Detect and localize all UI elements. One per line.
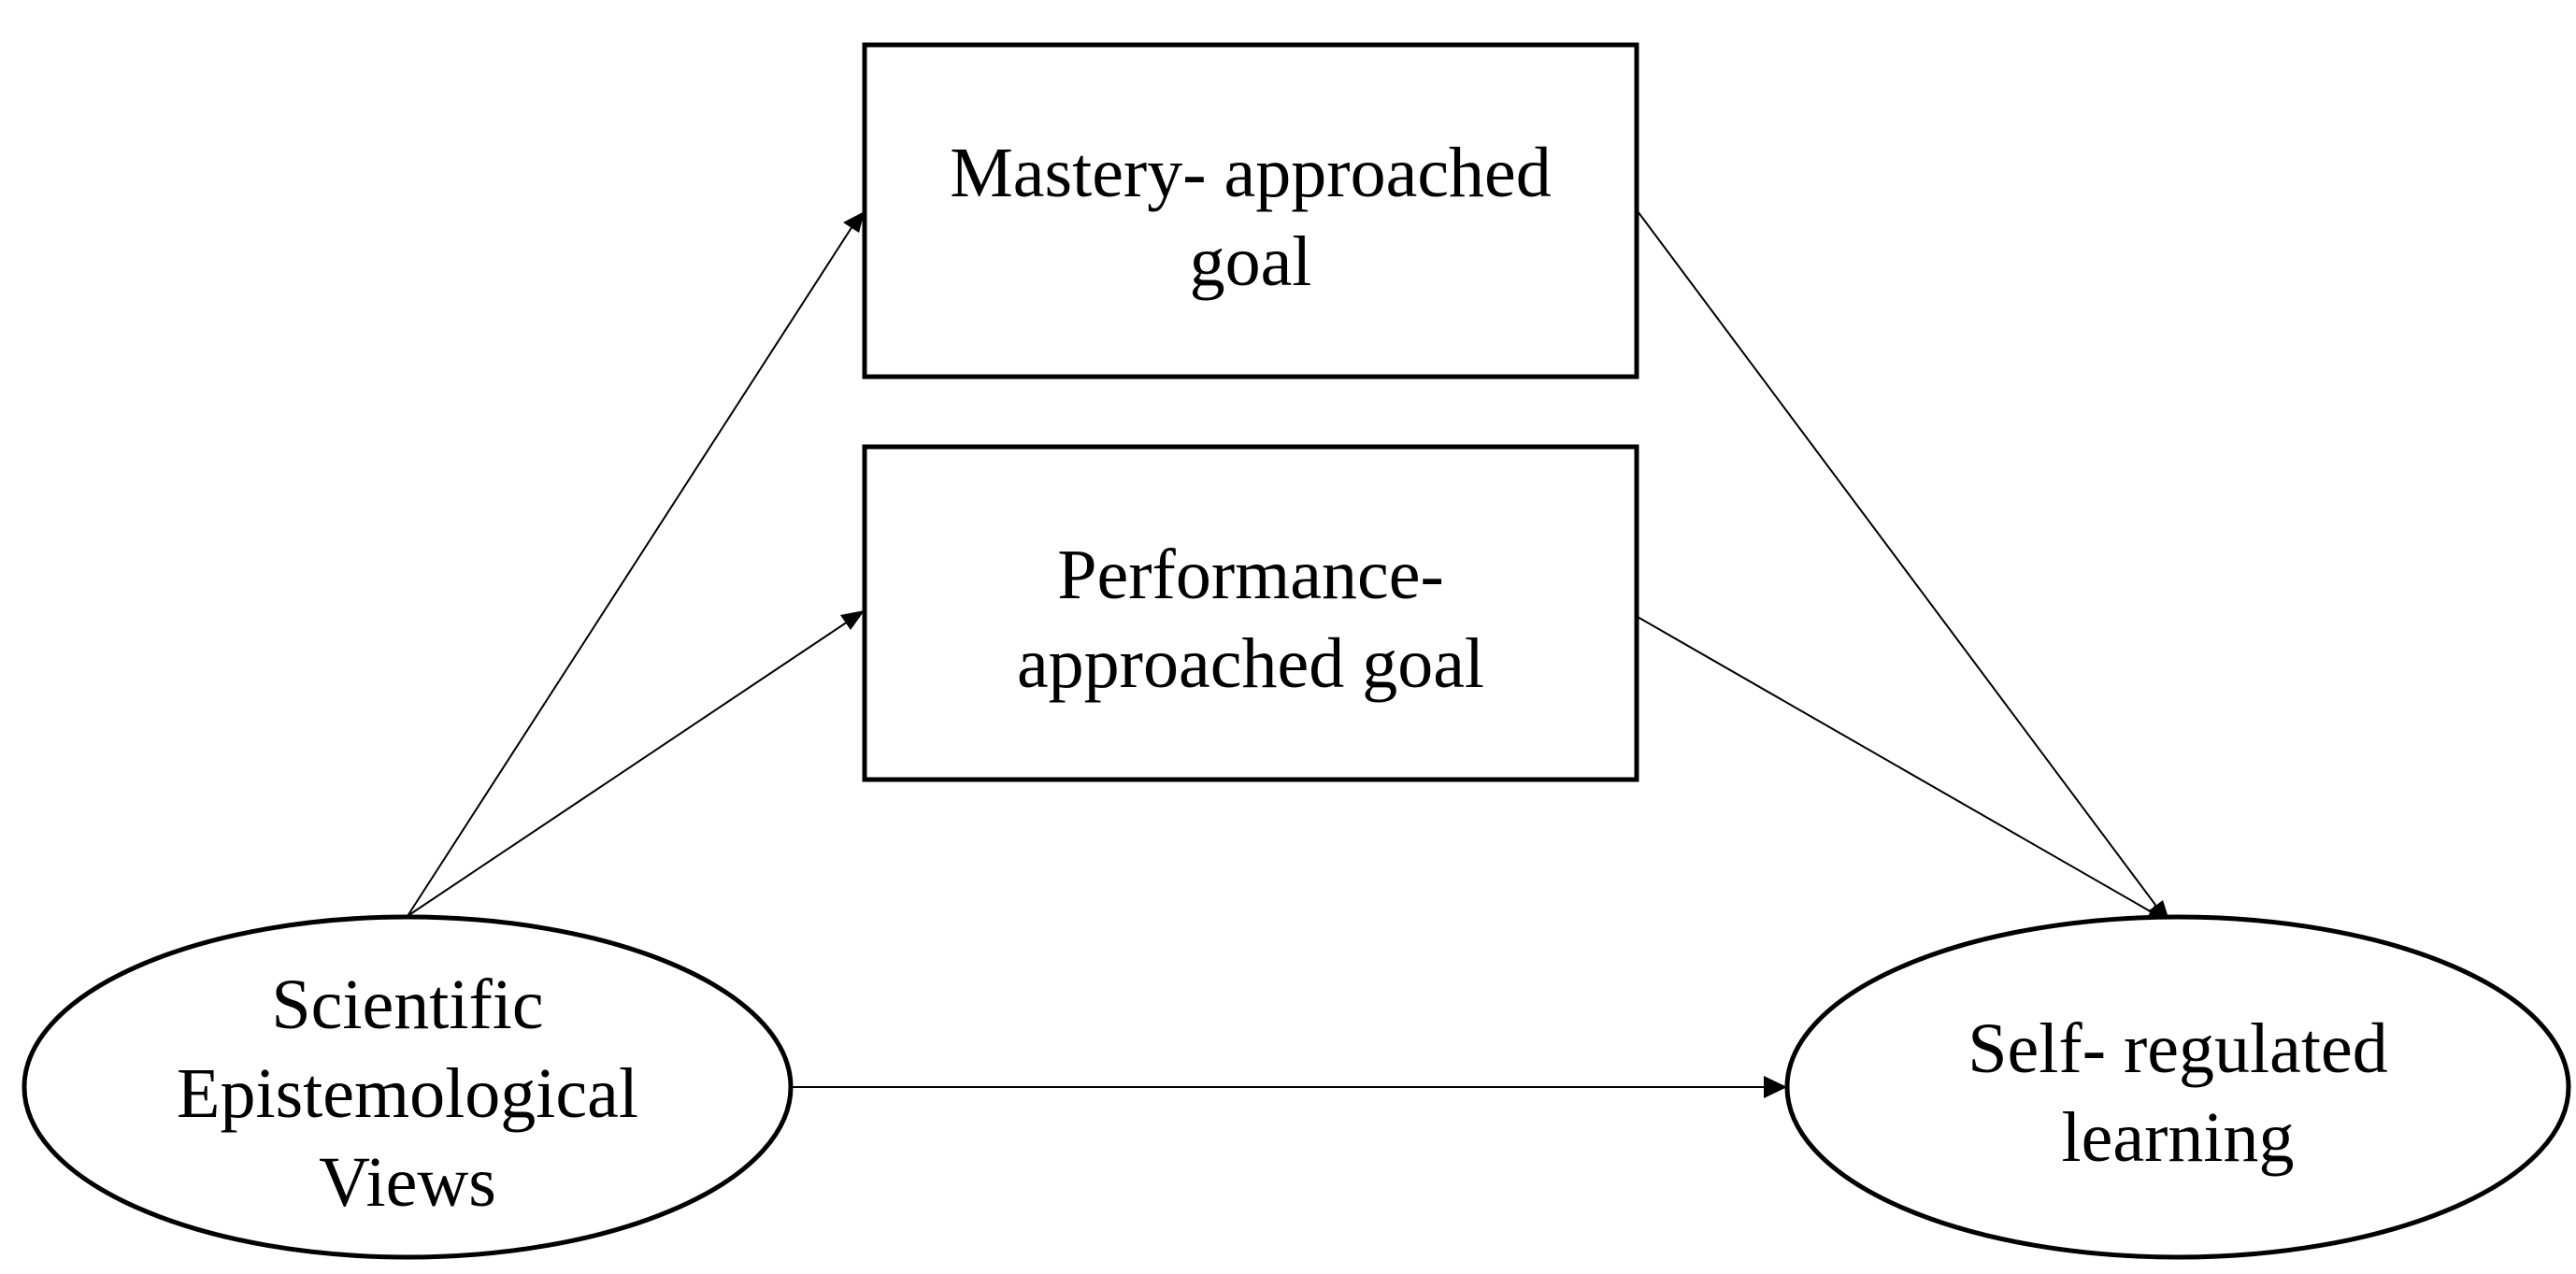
node-self-regulated-learning: Self- regulated learning (1784, 914, 2571, 1260)
arrowhead-scientific-to-selfreg (1764, 1076, 1787, 1098)
performance-goal-box (862, 444, 1639, 782)
edges (407, 210, 2170, 1098)
arrow-mastery-to-selfreg (1637, 210, 2156, 906)
self-regulated-label-line-2: learning (2061, 1098, 2294, 1177)
scientific-views-label-line-1: Scientific (271, 966, 543, 1044)
arrow-scientific-to-performance (407, 621, 849, 917)
arrow-scientific-to-mastery (407, 225, 853, 917)
performance-goal-label-line-2: approached goal (1017, 624, 1484, 703)
node-performance-approached-goal: Performance- approached goal (862, 444, 1639, 782)
arrowhead-scientific-to-performance (840, 610, 865, 630)
self-regulated-ellipse (1784, 914, 2571, 1260)
mastery-goal-label-line-2: goal (1190, 222, 1312, 301)
scientific-views-label-line-3: Views (319, 1143, 496, 1222)
mastery-goal-label-line-1: Mastery- approached (950, 134, 1552, 212)
node-scientific-epistemological-views: Scientific Epistemological Views (21, 914, 794, 1260)
arrow-performance-to-selfreg (1637, 616, 2154, 914)
scientific-views-ellipse (21, 914, 794, 1260)
node-mastery-approached-goal: Mastery- approached goal (862, 42, 1639, 379)
mastery-goal-box (862, 42, 1639, 379)
scientific-views-label-line-2: Epistemological (177, 1054, 638, 1133)
self-regulated-label-line-1: Self- regulated (1968, 1009, 2387, 1088)
arrowhead-scientific-to-mastery (843, 211, 865, 233)
performance-goal-label-line-1: Performance- (1057, 536, 1444, 614)
